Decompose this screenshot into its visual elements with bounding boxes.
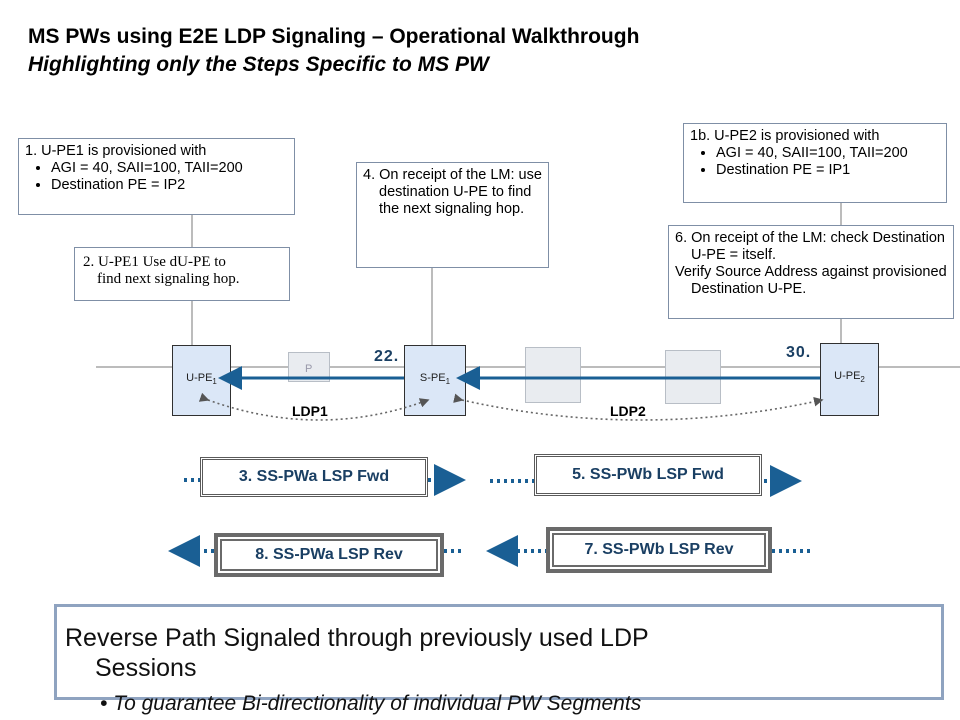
node-spe1-sub: 1	[445, 377, 451, 387]
bullet-dot: •	[100, 692, 114, 715]
lsp-ss-pwb-rev: 7. SS-PWb LSP Rev	[546, 527, 772, 573]
node-upe2: U-PE2	[820, 343, 879, 416]
lsp-ss-pwa-fwd: 3. SS-PWa LSP Fwd	[200, 457, 428, 497]
note-upe1-bullet: AGI = 40, SAII=100, TAII=200	[51, 160, 288, 177]
node-spe1-name: S-PE	[419, 372, 446, 384]
node-upe1-sub: 1	[212, 377, 217, 387]
node-spe1-label: S-PE1	[405, 372, 465, 386]
note-upe2-heading: 1b. U-PE2 is provisioned with	[690, 128, 880, 144]
summary-bullet-text: To guarantee Bi-directionality of indivi…	[113, 692, 642, 715]
note-step4-text: 4. On receipt of the LM: use destination…	[363, 167, 542, 217]
summary-line1: Reverse Path Signaled through previously…	[65, 624, 649, 652]
summary-box: Reverse Path Signaled through previously…	[54, 604, 944, 700]
node-upe1-name: U-PE	[186, 372, 213, 384]
note-upe2-provisioning: 1b. U-PE2 is provisioned with AGI = 40, …	[683, 123, 947, 203]
note-upe1-heading: 1. U-PE1 is provisioned with	[25, 143, 207, 159]
note-step2: 2. U-PE1 Use dU-PE to find next signalin…	[74, 247, 290, 301]
step-30-label: 30.	[786, 344, 812, 361]
lsp-ss-pwa-rev: 8. SS-PWa LSP Rev	[214, 533, 444, 577]
note-upe2-bullet: AGI = 40, SAII=100, TAII=200	[716, 145, 940, 162]
node-upe2-sub: 2	[860, 375, 865, 385]
note-step4: 4. On receipt of the LM: use destination…	[356, 162, 549, 268]
page-subtitle: Highlighting only the Steps Specific to …	[28, 53, 489, 76]
p-router-label: P	[305, 363, 313, 375]
summary-text: Reverse Path Signaled through previously…	[65, 623, 649, 683]
ldp1-label: LDP1	[292, 403, 328, 419]
note-step2-line2: find next signaling hop.	[97, 271, 240, 287]
page-title: MS PWs using E2E LDP Signaling – Operati…	[28, 25, 640, 48]
node-upe2-name: U-PE	[834, 370, 861, 382]
node-upe1-label: U-PE1	[173, 372, 230, 386]
note-upe2-bullet: Destination PE = IP1	[716, 162, 940, 179]
note-step6-para1: 6. On receipt of the LM: check Destinati…	[675, 230, 945, 263]
note-step6-para2: Verify Source Address against provisione…	[675, 264, 947, 297]
note-step6: 6. On receipt of the LM: check Destinati…	[668, 225, 954, 319]
node-upe2-label: U-PE2	[821, 370, 878, 384]
ldp2-session	[453, 393, 824, 421]
lsp-ss-pwb-fwd: 5. SS-PWb LSP Fwd	[534, 454, 762, 496]
ldp1-session	[198, 392, 430, 421]
note-upe1-bullet: Destination PE = IP2	[51, 177, 288, 194]
note-step2-line1: 2. U-PE1 Use dU-PE to	[83, 254, 226, 270]
note-upe1-provisioning: 1. U-PE1 is provisioned with AGI = 40, S…	[18, 138, 295, 215]
summary-bullet: • To guarantee Bi-directionality of indi…	[100, 692, 641, 716]
summary-line2: Sessions	[95, 654, 197, 682]
ldp2-label: LDP2	[610, 403, 646, 419]
step-22-label: 22.	[374, 348, 400, 365]
